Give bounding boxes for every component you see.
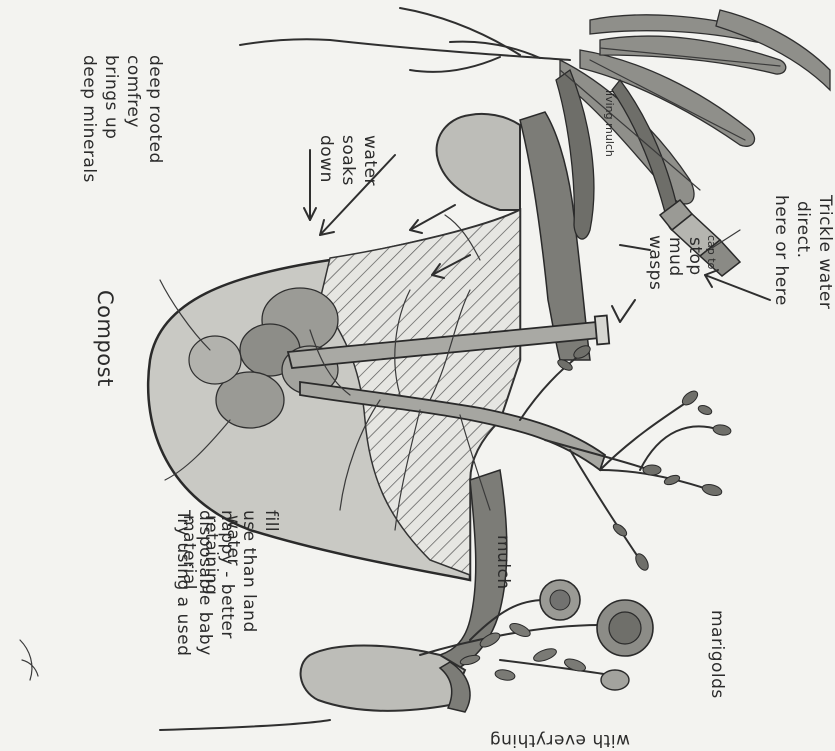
label-water-soaks-line2: soaks	[338, 135, 358, 186]
label-marigolds: marigolds	[707, 610, 727, 699]
label-living-mulch: living mulch	[603, 90, 616, 157]
label-compost: Compost	[93, 290, 117, 387]
label-cap-line1: cap to	[705, 235, 718, 270]
label-trickle-line3: here or here	[771, 195, 791, 306]
label-deep-rooted-line3: brings up	[101, 55, 121, 139]
label-mulch-text: mulch	[493, 535, 513, 590]
label-cap-line3: mud	[665, 237, 685, 277]
label-water-soaks-line3: down	[316, 135, 336, 183]
label-living-mulch-text: living mulch	[603, 90, 616, 157]
label-cap-line4: wasps	[645, 235, 665, 290]
label-deep-rooted-line1: deep rooted	[145, 55, 165, 164]
label-trickle-line2: direct.	[793, 201, 813, 259]
label-deep-rooted-line4: deep minerals	[79, 55, 99, 183]
label-water-soaks: water soaks down	[316, 135, 380, 186]
label-compost-text: Compost	[93, 290, 117, 387]
label-cap-line2: stop	[685, 237, 705, 276]
label-nappy-line4: use than land	[239, 510, 259, 633]
label-nappy-line1: Try using a used	[173, 509, 193, 656]
label-nappy-line3: nappy - better	[217, 510, 237, 639]
label-marigolds-2: with everything	[489, 730, 630, 750]
label-mulch: mulch	[493, 535, 513, 590]
label-marigolds-line2: with everything	[489, 730, 630, 750]
label-water-soaks-line1: water	[360, 135, 380, 186]
label-nappy-line5: fill.	[261, 510, 281, 538]
label-deep-rooted-line2: comfrey	[123, 55, 143, 128]
bottom-soil-mound	[301, 646, 465, 711]
label-trickle-line1: Trickle water	[815, 194, 835, 309]
label-nappy-line2: disposable baby	[195, 510, 215, 656]
label-marigolds-line1: marigolds	[707, 610, 727, 699]
